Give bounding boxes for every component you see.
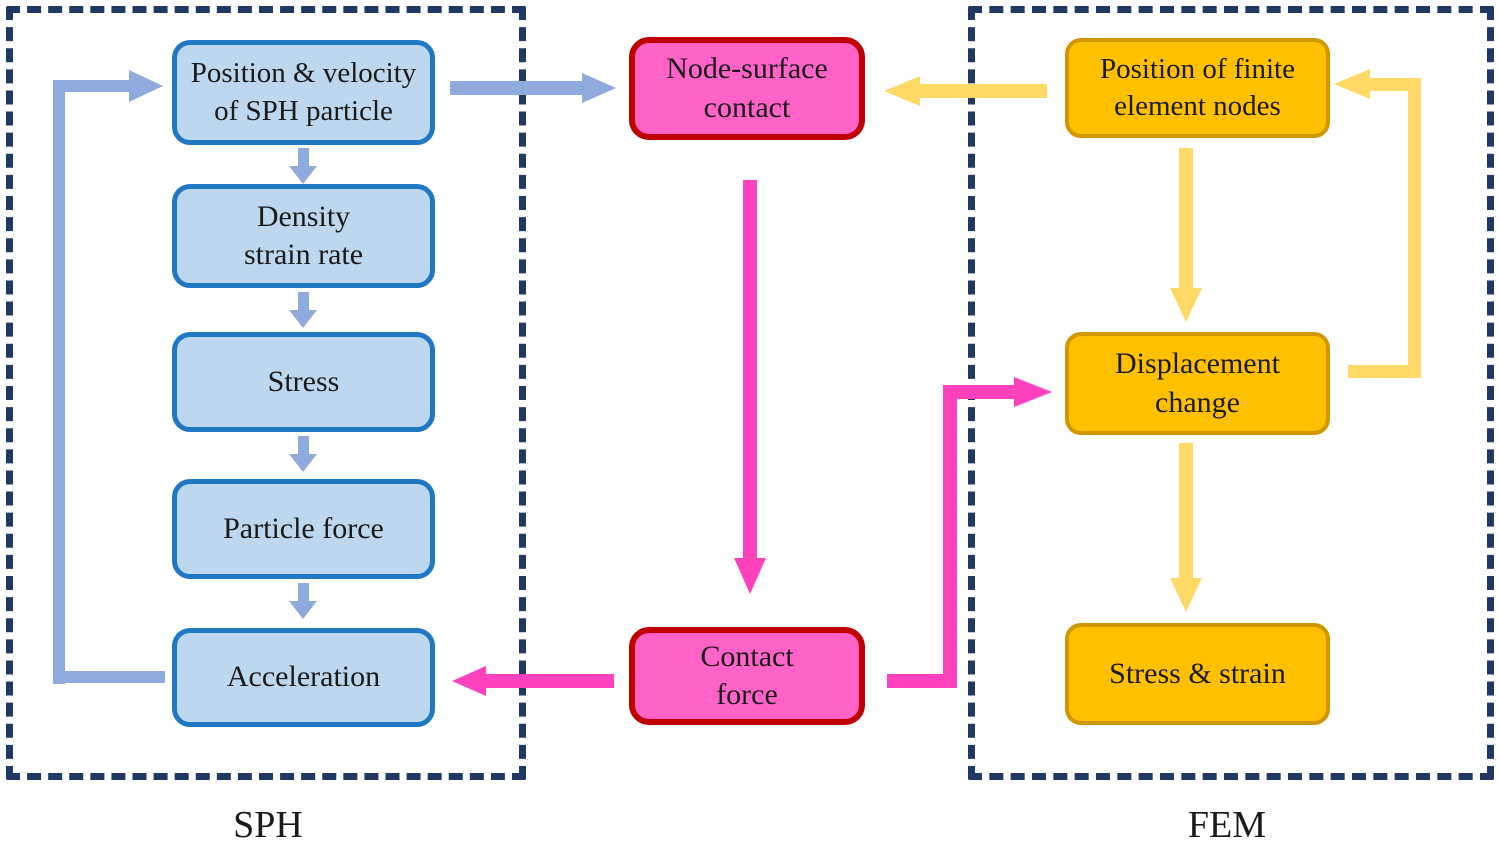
arrowhead-down xyxy=(734,558,766,594)
fem-loop-vertical-shaft xyxy=(1408,78,1421,378)
arrow-shaft xyxy=(920,84,1047,98)
fem-loop-arrowhead xyxy=(1334,69,1370,99)
arrowhead-down xyxy=(289,310,317,328)
arrowhead-left xyxy=(884,76,920,106)
arrowhead-down xyxy=(289,166,317,184)
elbow-bottom-shaft xyxy=(887,674,957,688)
arrow-shaft xyxy=(1179,148,1193,288)
arrowhead-down xyxy=(1170,288,1202,322)
sph-label: SPH xyxy=(233,804,303,846)
sph-frame xyxy=(6,6,526,780)
arrowhead-down xyxy=(289,601,317,619)
sph-loop-vertical-shaft xyxy=(53,80,65,684)
box-sph-acceleration: Acceleration xyxy=(172,628,435,727)
arrowhead-right xyxy=(582,73,616,103)
elbow-vertical-shaft xyxy=(943,385,957,688)
arrowhead-down xyxy=(289,454,317,472)
arrow-shaft xyxy=(1179,443,1193,578)
elbow-top-shaft xyxy=(943,385,1014,399)
arrow-shaft xyxy=(298,583,309,601)
arrowhead-right xyxy=(1014,377,1052,407)
fem-label: FEM xyxy=(1187,804,1267,846)
arrow-shaft xyxy=(486,674,614,688)
sph-loop-arrowhead xyxy=(129,70,163,102)
arrowhead-left xyxy=(452,666,486,696)
box-sph-stress: Stress xyxy=(172,332,435,432)
box-node-surface-contact: Node-surface contact xyxy=(629,37,865,140)
arrow-shaft xyxy=(298,148,309,166)
box-sph-position-velocity: Position & velocity of SPH particle xyxy=(172,40,435,145)
arrow-shaft xyxy=(450,81,582,95)
arrow-shaft xyxy=(298,292,309,310)
box-sph-particle-force: Particle force xyxy=(172,479,435,579)
box-fem-displacement-change: Displacement change xyxy=(1065,332,1330,435)
box-contact-force: Contact force xyxy=(629,627,865,725)
fem-loop-top-shaft xyxy=(1368,78,1421,91)
sph-loop-bottom-shaft xyxy=(53,671,165,683)
arrowhead-down xyxy=(1170,578,1202,612)
sph-loop-top-shaft xyxy=(53,80,129,92)
arrow-shaft xyxy=(743,180,757,558)
box-sph-density-strain-rate: Density strain rate xyxy=(172,184,435,288)
box-fem-position-nodes: Position of finite element nodes xyxy=(1065,38,1330,138)
fem-loop-bottom-shaft xyxy=(1348,365,1421,378)
box-fem-stress-strain: Stress & strain xyxy=(1065,623,1330,725)
arrow-shaft xyxy=(298,436,309,454)
